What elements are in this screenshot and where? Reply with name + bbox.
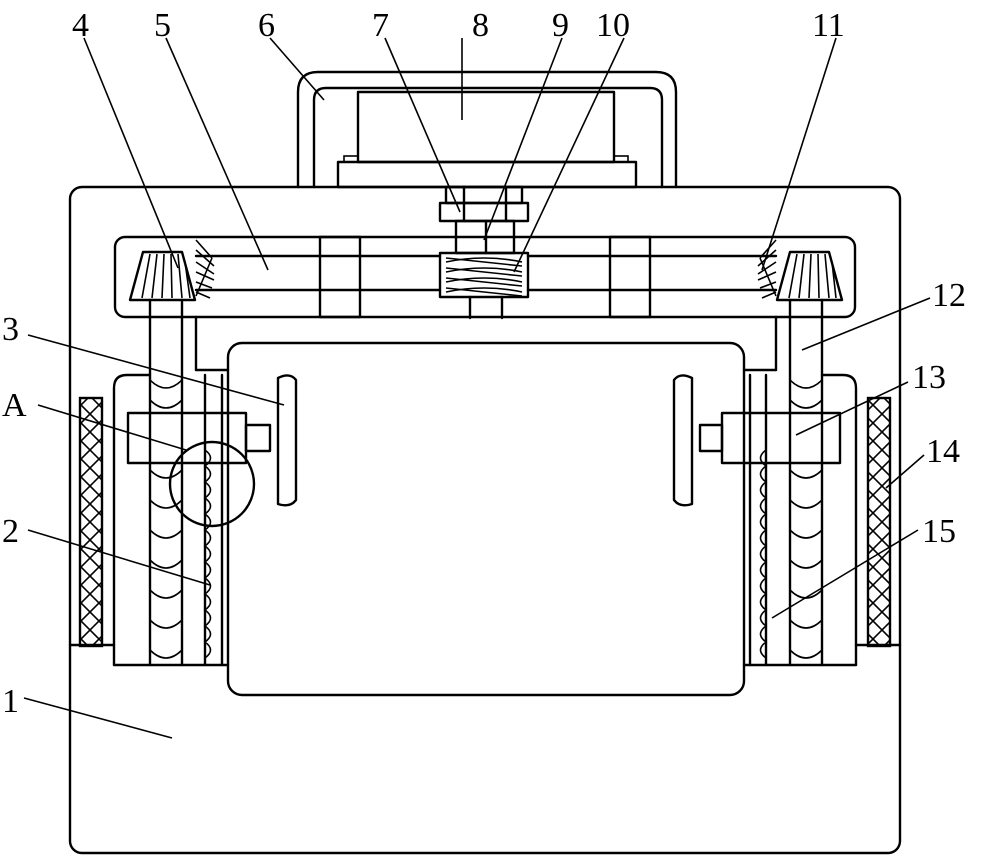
part-labels: 4 5 6 7 8 9 10 11 12 13 14 15 3 A 2 1	[2, 7, 966, 720]
left-clamp-plate	[276, 374, 298, 507]
left-pad	[78, 396, 104, 648]
left-vertical-shaft	[148, 298, 184, 667]
label-a: A	[2, 387, 27, 424]
label-10: 10	[596, 7, 630, 44]
coupling	[438, 185, 530, 223]
label-11: 11	[812, 7, 845, 44]
right-slider-block	[698, 411, 842, 465]
right-clamp-plate	[672, 374, 694, 507]
right-vertical-shaft	[788, 298, 824, 667]
left-bevel-gear	[128, 239, 215, 302]
right-pad	[866, 396, 892, 648]
label-1: 1	[2, 683, 19, 720]
label-8: 8	[472, 7, 489, 44]
label-14: 14	[926, 433, 960, 470]
label-7: 7	[372, 7, 389, 44]
leader-lines	[23, 37, 931, 739]
right-lead-screw	[789, 379, 823, 659]
workpiece	[226, 341, 746, 697]
label-6: 6	[258, 7, 275, 44]
label-2: 2	[2, 513, 19, 550]
left-housing	[112, 368, 230, 667]
detail-circle-a	[168, 440, 256, 528]
base-frame	[68, 185, 902, 855]
right-spring	[759, 449, 768, 659]
label-9: 9	[552, 7, 569, 44]
label-15: 15	[922, 513, 956, 550]
left-spring	[203, 449, 212, 659]
label-12: 12	[932, 277, 966, 314]
label-3: 3	[2, 311, 19, 348]
label-13: 13	[912, 359, 946, 396]
left-slider-block	[126, 411, 272, 465]
left-lead-screw	[149, 379, 183, 659]
label-5: 5	[154, 7, 171, 44]
horizontal-rail	[113, 235, 857, 372]
right-housing	[742, 368, 858, 667]
label-4: 4	[72, 7, 89, 44]
handle	[296, 70, 678, 189]
